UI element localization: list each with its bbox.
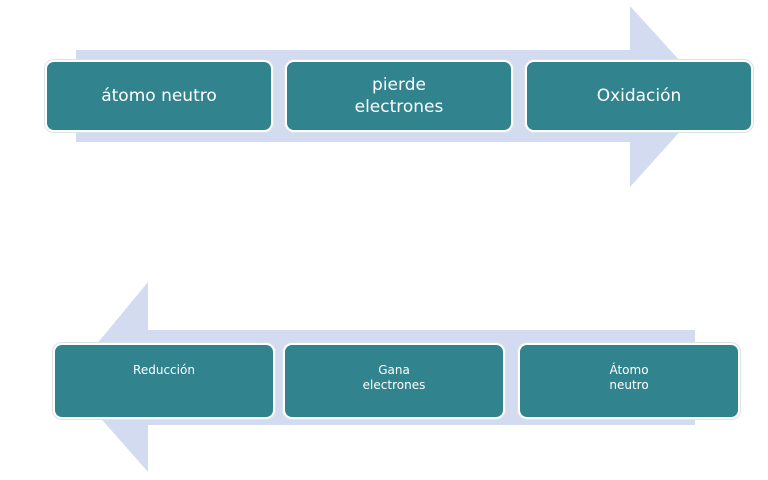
step-oxidation: Oxidación: [525, 60, 753, 132]
step-neutral-atom: átomo neutro: [45, 60, 273, 132]
step-gains-electrons: Gana electrones: [283, 343, 505, 419]
step-neutral-atom-2: Átomo neutro: [518, 343, 740, 419]
step-reduction: Reducción: [53, 343, 275, 419]
step-loses-electrons: pierde electrones: [285, 60, 513, 132]
